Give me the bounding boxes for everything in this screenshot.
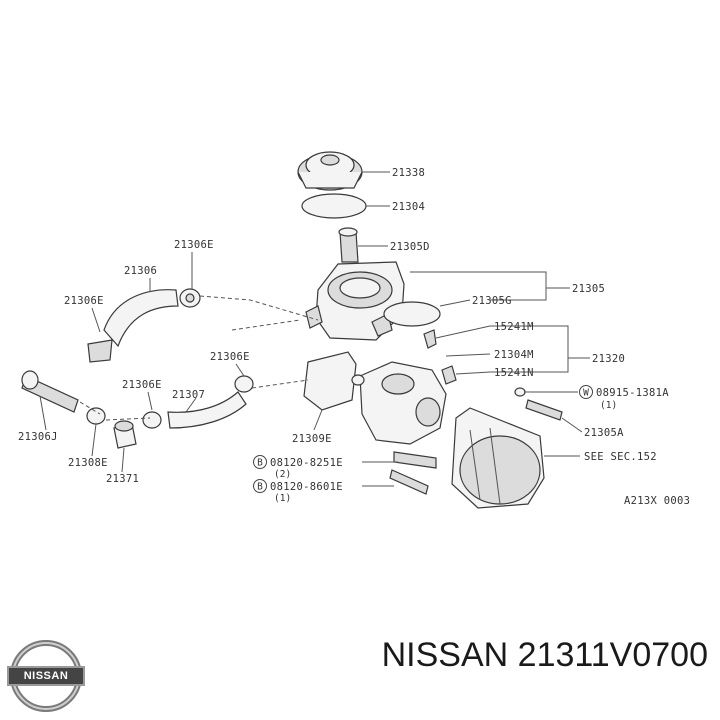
callout-21320: 21320 bbox=[592, 353, 625, 365]
callout-21304: 21304 bbox=[392, 201, 425, 213]
clamp-21306e-top bbox=[179, 288, 201, 308]
callout-21338: 21338 bbox=[392, 167, 425, 179]
nissan-logo: NISSAN bbox=[6, 636, 86, 716]
hose-21306-part bbox=[87, 289, 179, 363]
callout-21305g: 21305G bbox=[472, 295, 512, 307]
callout-21307: 21307 bbox=[172, 389, 205, 401]
callout-08120-8601e-qty: (1) bbox=[274, 493, 291, 504]
circle-w-marker: W bbox=[579, 385, 593, 399]
bolt-08120-8251e-part bbox=[393, 451, 437, 469]
clamp-21306e-low bbox=[142, 411, 162, 429]
filter-bracket-part bbox=[351, 361, 447, 445]
connector-21371-part bbox=[113, 420, 137, 449]
diagram-code: A213X 0003 bbox=[624, 495, 690, 507]
thermostat-cap-part bbox=[297, 151, 363, 191]
circle-b-marker-2: B bbox=[253, 479, 267, 493]
callout-21306e-top: 21306E bbox=[174, 239, 214, 251]
callout-21371: 21371 bbox=[106, 473, 139, 485]
plug-part bbox=[441, 365, 457, 385]
callout-08120-8251e: 08120-8251E bbox=[270, 457, 343, 469]
washer-part bbox=[514, 387, 526, 397]
bolt-08120-8601e-part bbox=[389, 469, 429, 495]
callout-21309e: 21309E bbox=[292, 433, 332, 445]
callout-08915-qty: (1) bbox=[600, 400, 617, 411]
callout-21305: 21305 bbox=[572, 283, 605, 295]
callout-21306: 21306 bbox=[124, 265, 157, 277]
svg-text:W: W bbox=[583, 388, 589, 399]
circle-b-marker-1: B bbox=[253, 455, 267, 469]
clamp-21306e-mid bbox=[234, 375, 254, 393]
exploded-view-drawing: W B B 21338 21304 21305D 21305 21305G 15… bbox=[18, 151, 690, 509]
drain-plug-part bbox=[423, 329, 437, 349]
cooler-gasket-plate-part bbox=[303, 351, 357, 411]
callout-21306e-left: 21306E bbox=[64, 295, 104, 307]
callout-08120-8251e-qty: (2) bbox=[274, 469, 291, 480]
gasket-part bbox=[383, 301, 441, 327]
pipe-21306j-part bbox=[21, 370, 79, 413]
callout-21306j: 21306J bbox=[18, 431, 58, 443]
bolt-21305a-part bbox=[525, 399, 563, 421]
o-ring-part bbox=[301, 193, 367, 219]
hose-21307-part bbox=[167, 391, 247, 429]
svg-text:B: B bbox=[257, 458, 263, 469]
svg-text:B: B bbox=[257, 482, 263, 493]
nissan-logo-emblem bbox=[7, 640, 85, 712]
callout-21305a: 21305A bbox=[584, 427, 624, 439]
callout-21304m: 21304M bbox=[494, 349, 534, 361]
callout-21306e-low: 21306E bbox=[122, 379, 162, 391]
callout-08915-1381a: 08915-1381A bbox=[596, 387, 669, 399]
callout-08120-8601e: 08120-8601E bbox=[270, 481, 343, 493]
callout-21306e-mid: 21306E bbox=[210, 351, 250, 363]
callout-21308e: 21308E bbox=[68, 457, 108, 469]
clamp-21308e-part bbox=[86, 407, 106, 425]
part-number-caption: NISSAN 21311V0700 bbox=[381, 636, 708, 674]
callout-15241m: 15241M bbox=[494, 321, 534, 333]
nipple-fitting-part bbox=[338, 227, 359, 263]
callout-see-sec-152: SEE SEC.152 bbox=[584, 451, 657, 463]
oil-cooler-housing-part bbox=[305, 261, 405, 341]
leader-lines bbox=[39, 171, 590, 487]
oil-filter-part bbox=[451, 407, 545, 509]
callout-15241n: 15241N bbox=[494, 367, 534, 379]
callout-21305d: 21305D bbox=[390, 241, 430, 253]
